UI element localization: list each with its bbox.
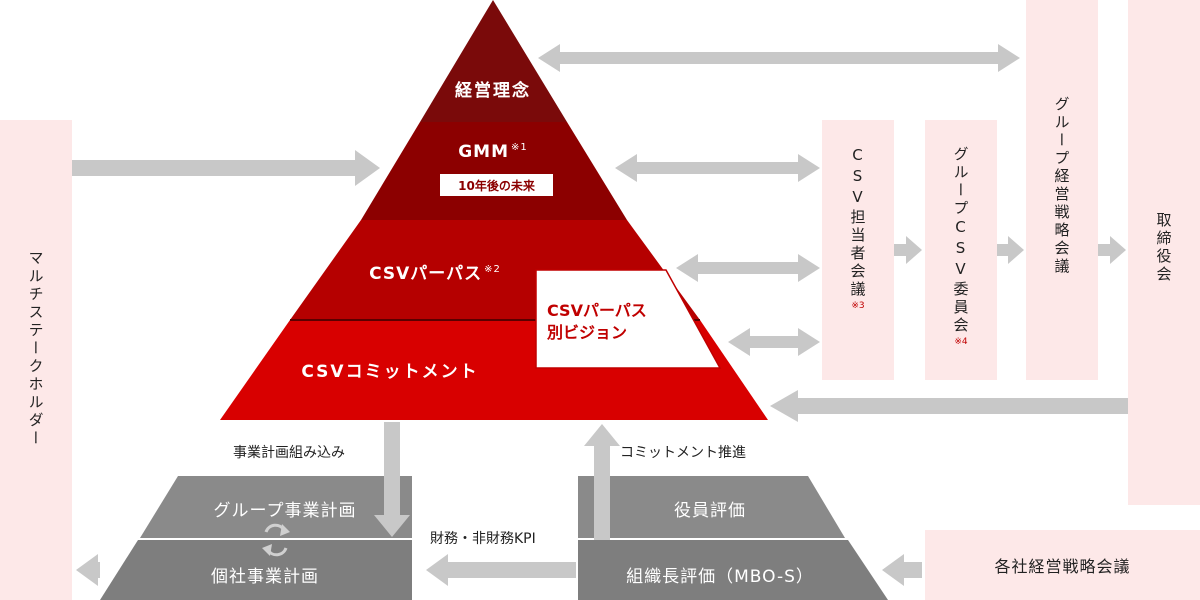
gmm-note: ※1 [511,142,528,154]
vision-line1: CSVパーパス [547,301,647,320]
exec-eval-label: 役員評価 [674,501,746,521]
pyramid-purpose-label: CSVパーパス※2 [355,259,515,284]
stakeholders-panel: マルチステークホルダー [0,120,72,600]
group-plan-label: グループ事業計画 [213,501,357,521]
cycle-arrowhead-bottom [262,544,272,556]
arrow-pyramid-to-group-plan [374,422,410,537]
pyramid-level-philosophy [420,0,567,122]
commitment-promotion-label: コミットメント推進 [620,445,746,461]
vision-line2: 別ビジョン [547,323,628,342]
cycle-arrowhead-top [280,524,290,536]
group-strategy-panel: グループ経営戦略会議 [1026,0,1098,380]
purpose-note: ※2 [484,264,501,276]
vision-label: CSVパーパス 別ビジョン [547,300,647,344]
purpose-title: CSVパーパス [369,264,483,284]
csv-officer-note: ※3 [851,301,865,311]
group-csv-label: グループCSV委員会 [951,146,970,335]
pyramid-gmm-label: GMM※1 [428,142,558,162]
company-strategy-panel: 各社経営戦略会議 [925,530,1200,600]
org-eval-shape [578,540,888,600]
arrow-officer-to-group-csv [894,236,922,264]
group-csv-panel: グループCSV委員会 ※4 [925,120,997,380]
csv-officer-panel: CSV担当者会議 ※3 [822,120,894,380]
pyramid-level-gmm [361,122,627,220]
arrow-company-strategy-to-org-eval [882,554,922,586]
vision-box [535,269,722,369]
group-csv-note: ※4 [954,337,968,347]
arrow-gmm-csv-officer [615,154,820,182]
pyramid-philosophy-label: 経営理念 [455,81,531,101]
arrow-commitment-promotion-up [584,424,620,540]
gmm-sub-badge: 10年後の未来 [440,174,553,196]
arrow-company-plan-to-left [76,554,100,586]
company-plan-shape [100,540,412,600]
arrow-org-eval-to-company-plan [426,554,576,586]
arrow-purpose-csv-officer [676,254,820,282]
arrow-commitment-csv-officer [728,328,820,356]
arrow-philosophy-group-strategy [538,44,1020,72]
arrow-board-to-pyramid [770,390,1128,422]
board-label: 取締役会 [1154,212,1173,284]
org-eval-label: 組織長評価（MBO-S） [626,567,814,587]
stakeholders-label: マルチステークホルダー [26,250,45,448]
arrow-strategy-to-board [1098,236,1126,264]
pyramid-commitment-label: CSVコミットメント [301,362,479,382]
kpi-label: 財務・非財務KPI [430,531,536,547]
gmm-title: GMM [458,142,510,162]
arrow-stakeholders-to-gmm [72,150,380,186]
board-panel: 取締役会 [1128,0,1200,505]
group-plan-shape [140,476,412,538]
company-plan-label: 個社事業計画 [211,567,319,587]
group-strategy-label: グループ経営戦略会議 [1052,96,1071,276]
plan-integration-label: 事業計画組み込み [233,445,345,461]
csv-officer-label: CSV担当者会議 [848,146,867,299]
exec-eval-shape [578,476,845,538]
arrow-group-csv-to-strategy [996,236,1024,264]
